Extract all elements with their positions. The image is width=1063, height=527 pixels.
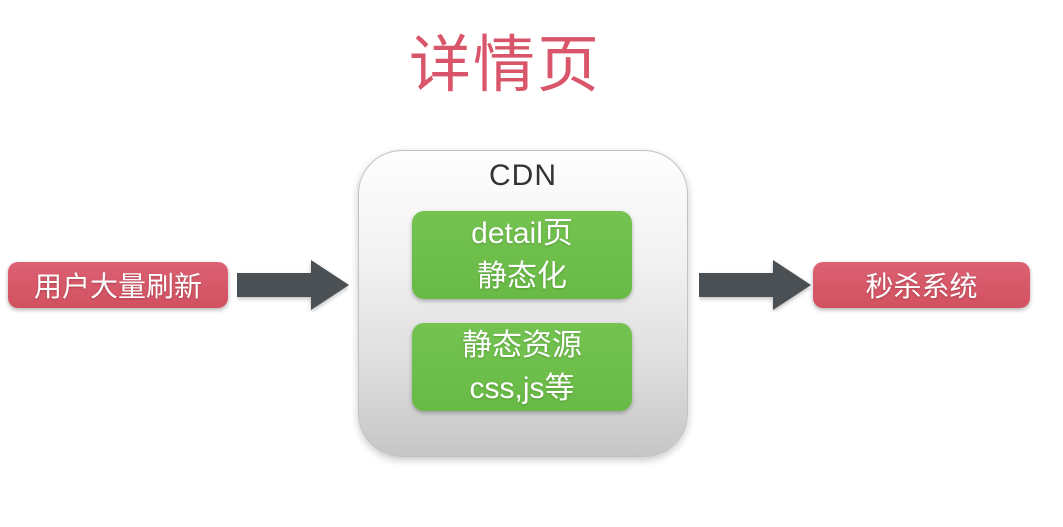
target-node: 秒杀系统: [813, 262, 1030, 308]
cdn-item-line: css,js等: [469, 372, 575, 405]
page-title: 详情页: [408, 31, 602, 100]
source-node: 用户大量刷新: [8, 262, 228, 308]
target-node-label: 秒杀系统: [865, 271, 978, 302]
cdn-container: CDN detail页 静态化 静态资源 css,js等: [358, 150, 688, 457]
cdn-item-static-assets: 静态资源 css,js等: [412, 323, 632, 411]
cdn-item-line: 静态化: [477, 260, 567, 293]
arrow-right-icon: [699, 258, 811, 312]
cdn-item-line: 静态资源: [462, 329, 582, 362]
cdn-item-detail-static: detail页 静态化: [412, 211, 632, 299]
source-node-label: 用户大量刷新: [33, 271, 202, 302]
cdn-title: CDN: [489, 159, 557, 192]
arrow-right-icon: [237, 258, 349, 312]
cdn-item-line: detail页: [471, 217, 573, 250]
